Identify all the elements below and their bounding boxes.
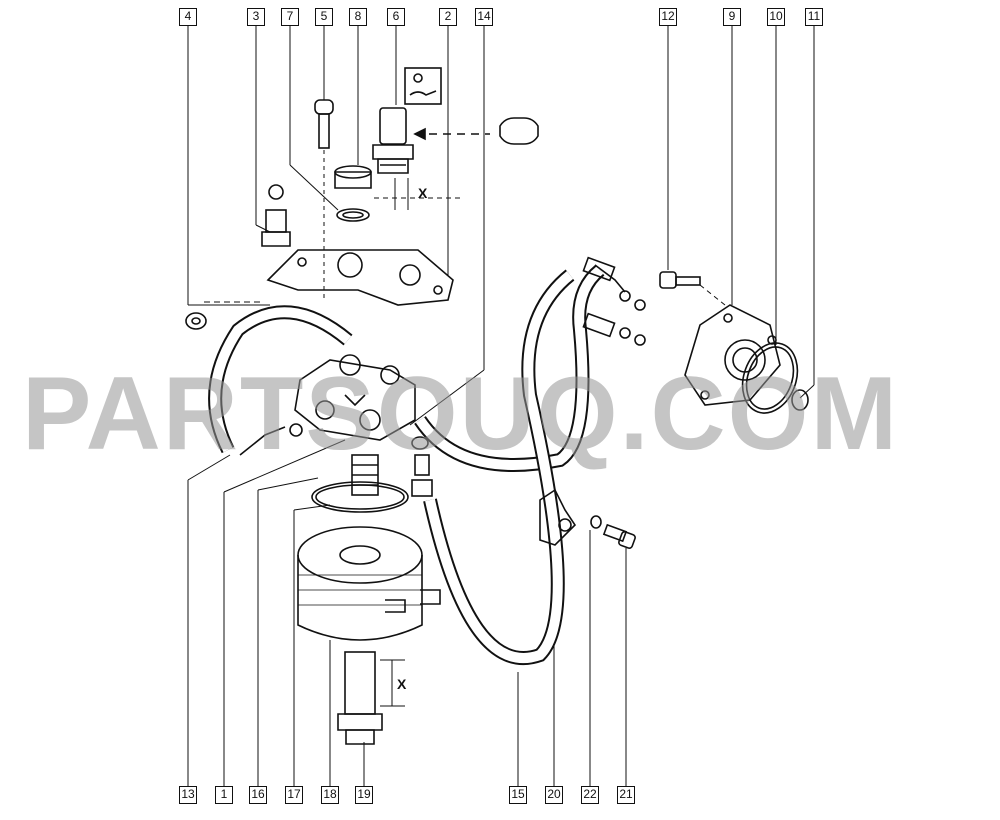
callout-21[interactable]: 21 [617, 786, 635, 804]
union-16 [351, 454, 379, 496]
callout-13[interactable]: 13 [179, 786, 197, 804]
callout-18[interactable]: 18 [321, 786, 339, 804]
o-ring-10 [741, 342, 799, 414]
hose-fittings [411, 256, 646, 497]
callout-20[interactable]: 20 [545, 786, 563, 804]
callout-15[interactable]: 15 [509, 786, 527, 804]
callout-17[interactable]: 17 [285, 786, 303, 804]
dimension-top [374, 178, 460, 210]
flange-9 [684, 304, 781, 406]
hose-13 [208, 305, 353, 456]
washer-22 [590, 515, 602, 529]
seal-11 [791, 389, 809, 411]
nut-4 [185, 312, 207, 330]
bracket-20 [539, 488, 577, 546]
o-ring-17 [311, 481, 409, 513]
callout-22[interactable]: 22 [581, 786, 599, 804]
callout-4[interactable]: 4 [179, 8, 197, 26]
bolt-21 [602, 523, 636, 549]
callout-8[interactable]: 8 [349, 8, 367, 26]
oil-pressure-switch [372, 107, 539, 174]
bolt-12 [659, 271, 726, 306]
callout-12[interactable]: 12 [659, 8, 677, 26]
mounting-plate-2 [266, 249, 454, 306]
callout-9[interactable]: 9 [723, 8, 741, 26]
hose-15 [423, 269, 575, 666]
bleed-screw-3 [261, 184, 291, 247]
callout-19[interactable]: 19 [355, 786, 373, 804]
callout-5[interactable]: 5 [315, 8, 333, 26]
warning-lamp-icon [404, 67, 442, 105]
callout-3[interactable]: 3 [247, 8, 265, 26]
oil-cooler-18 [297, 526, 441, 641]
callout-7[interactable]: 7 [281, 8, 299, 26]
callout-1[interactable]: 1 [215, 786, 233, 804]
callout-10[interactable]: 10 [767, 8, 785, 26]
callout-14[interactable]: 14 [475, 8, 493, 26]
callout-6[interactable]: 6 [387, 8, 405, 26]
callout-11[interactable]: 11 [805, 8, 823, 26]
hose-14 [414, 264, 626, 472]
filter-adaptor-1 [294, 354, 416, 441]
dimension-label-top: X [418, 185, 428, 201]
plug-8 [334, 165, 372, 222]
dimension-label-bottom: X [397, 676, 407, 692]
bolt-5 [314, 99, 334, 300]
leader-lines [187, 26, 815, 786]
callout-2[interactable]: 2 [439, 8, 457, 26]
sleeve-19 [337, 651, 405, 745]
callout-16[interactable]: 16 [249, 786, 267, 804]
